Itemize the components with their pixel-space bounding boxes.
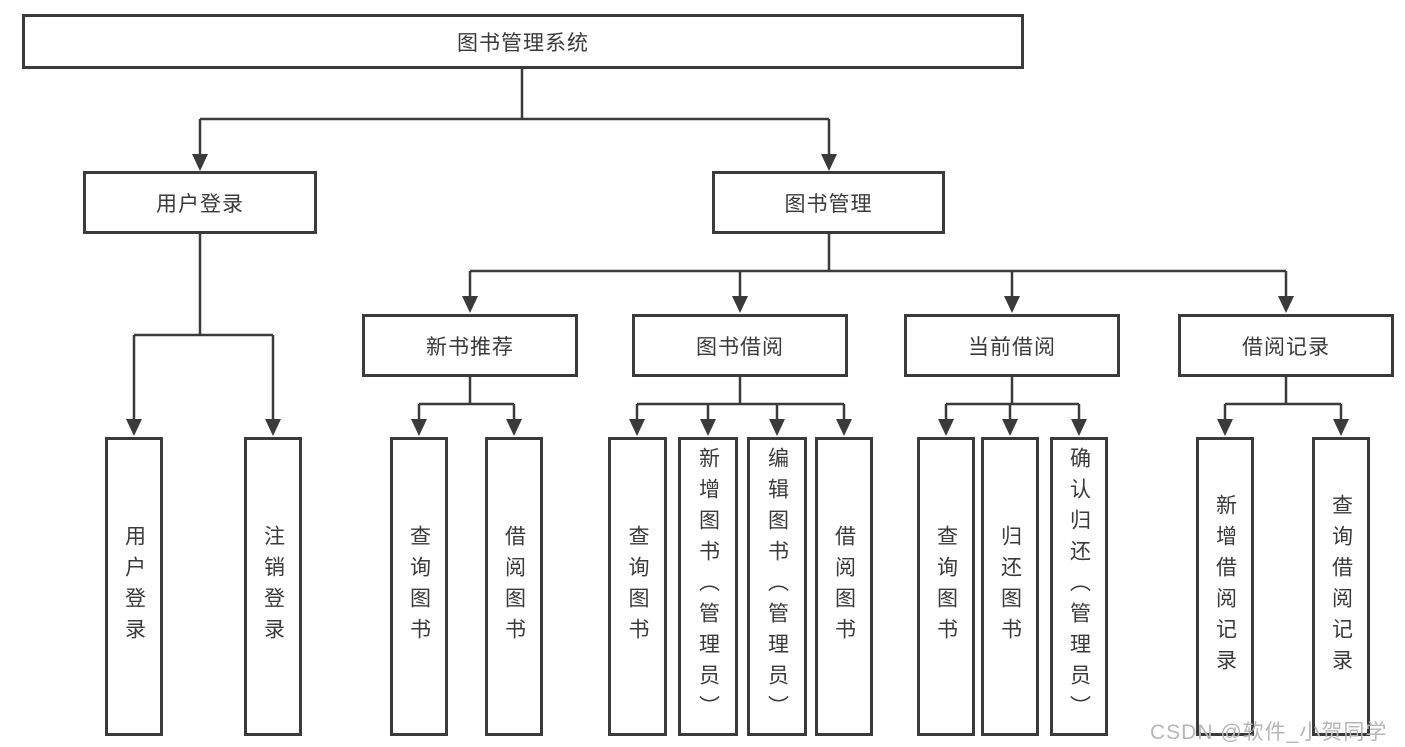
leaf-logout-label: 注销登录: [261, 524, 285, 649]
leaf-borrow-query-books-label: 查询图书: [626, 524, 649, 649]
leaf-current-return-books: 归还图书: [981, 437, 1039, 736]
node-user-login-label: 用户登录: [156, 192, 244, 216]
leaf-borrow-query-books: 查询图书: [608, 437, 667, 736]
leaf-current-confirm-return-admin: 确认归还（管理员）: [1050, 437, 1108, 736]
connector-manage-to-level3: [468, 234, 1288, 299]
node-root-system: 图书管理系统: [22, 14, 1024, 69]
leaf-user-login-label: 用户登录: [122, 524, 146, 649]
node-borrowing-records-label: 借阅记录: [1242, 335, 1330, 359]
leaf-borrow-borrow-books: 借阅图书: [815, 437, 873, 736]
leaf-records-query-record-label: 查询借阅记录: [1329, 493, 1353, 680]
leaf-records-query-record: 查询借阅记录: [1312, 437, 1370, 736]
leaf-recommend-borrow-books: 借阅图书: [485, 437, 543, 736]
leaf-logout: 注销登录: [244, 437, 302, 736]
node-book-management: 图书管理: [712, 171, 945, 234]
leaf-records-add-record-label: 新增借阅记录: [1213, 493, 1237, 680]
node-borrowing-records: 借阅记录: [1178, 314, 1394, 377]
connector-login-to-leaves: [132, 234, 275, 422]
leaf-records-add-record: 新增借阅记录: [1196, 437, 1254, 736]
leaf-borrow-add-books-admin: 新增图书（管理员）: [678, 437, 738, 736]
leaf-borrow-add-books-admin-label: 新增图书（管理员）: [696, 447, 720, 726]
leaf-borrow-edit-books-admin: 编辑图书（管理员）: [747, 437, 807, 736]
node-new-book-recommend: 新书推荐: [362, 314, 578, 377]
leaf-recommend-query-books-label: 查询图书: [407, 524, 431, 649]
leaf-recommend-borrow-books-label: 借阅图书: [502, 524, 526, 649]
connector-recommend-to-leaves: [417, 377, 516, 422]
connector-root-to-level2: [198, 69, 831, 157]
connector-borrow-to-leaves: [635, 377, 846, 422]
leaf-current-confirm-return-admin-label: 确认归还（管理员）: [1067, 447, 1091, 726]
leaf-current-query-books-label: 查询图书: [934, 524, 958, 649]
node-user-login: 用户登录: [83, 171, 317, 234]
node-current-borrowing-label: 当前借阅: [968, 335, 1056, 359]
leaf-current-return-books-label: 归还图书: [998, 524, 1022, 649]
connector-current-to-leaves: [944, 377, 1081, 422]
node-current-borrowing: 当前借阅: [904, 314, 1120, 377]
leaf-borrow-edit-books-admin-label: 编辑图书（管理员）: [765, 447, 789, 726]
leaf-borrow-borrow-books-label: 借阅图书: [832, 524, 856, 649]
arrowheads: [126, 154, 1349, 436]
leaf-current-query-books: 查询图书: [917, 437, 975, 736]
node-book-borrowing-label: 图书借阅: [696, 335, 784, 359]
node-root-label: 图书管理系统: [457, 31, 589, 55]
csdn-watermark: CSDN @软件_小贺同学: [1150, 721, 1388, 744]
node-new-book-recommend-label: 新书推荐: [426, 335, 514, 359]
leaf-recommend-query-books: 查询图书: [390, 437, 448, 736]
leaf-user-login: 用户登录: [105, 437, 163, 736]
connector-records-to-leaves: [1223, 377, 1343, 422]
node-book-management-label: 图书管理: [784, 192, 873, 216]
node-book-borrowing: 图书借阅: [632, 314, 848, 377]
